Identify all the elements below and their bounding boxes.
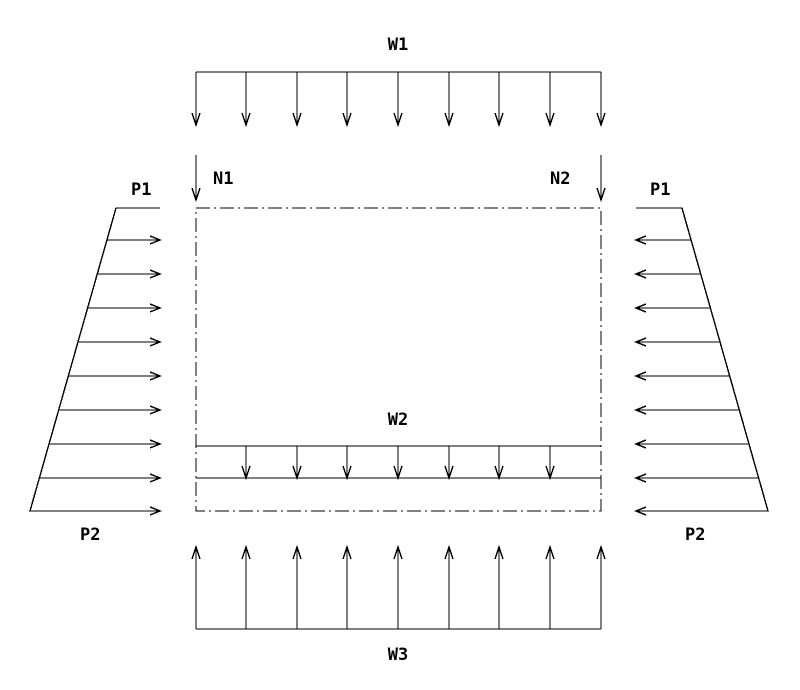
load-w3-arrowhead bbox=[494, 544, 504, 560]
label-p1-left: P1 bbox=[131, 180, 151, 200]
load-w2-arrowhead bbox=[494, 465, 504, 481]
pressure-right-arrowhead bbox=[634, 473, 647, 483]
pressure-left-arrowhead bbox=[149, 371, 162, 381]
pressure-left-arrowhead bbox=[149, 405, 162, 415]
pressure-left-arrowhead bbox=[149, 506, 162, 516]
load-w2 bbox=[196, 445, 601, 481]
load-w2-arrowhead bbox=[444, 465, 454, 481]
label-p2-right: P2 bbox=[685, 525, 705, 545]
pressure-right-arrowhead bbox=[634, 337, 647, 347]
load-w1-arrowhead bbox=[191, 112, 201, 128]
pressure-left-outline bbox=[29, 207, 160, 512]
load-w1-arrowhead bbox=[241, 112, 251, 128]
label-w3: W3 bbox=[388, 645, 408, 665]
load-w3-arrowhead bbox=[292, 544, 302, 560]
load-w1-arrowhead bbox=[444, 112, 454, 128]
label-p1-right: P1 bbox=[650, 180, 670, 200]
point-load-n2 bbox=[596, 155, 606, 203]
load-w1-arrowhead bbox=[596, 112, 606, 128]
load-w1-arrowhead bbox=[342, 112, 352, 128]
pressure-left-arrowhead bbox=[149, 439, 162, 449]
load-w2-arrowhead bbox=[292, 465, 302, 481]
label-n1: N1 bbox=[213, 169, 233, 189]
pressure-left-arrowhead bbox=[149, 473, 162, 483]
load-w1-arrowhead bbox=[393, 112, 403, 128]
pressure-left-arrowhead bbox=[149, 337, 162, 347]
load-w1 bbox=[191, 71, 606, 128]
label-p2-left: P2 bbox=[80, 525, 100, 545]
load-w3-arrowhead bbox=[596, 544, 606, 560]
pressure-left-arrowhead bbox=[149, 303, 162, 313]
pressure-right-arrowhead bbox=[634, 235, 647, 245]
load-w3-arrowhead bbox=[393, 544, 403, 560]
load-w1-arrowhead bbox=[494, 112, 504, 128]
label-w1: W1 bbox=[388, 35, 408, 55]
pressure-right-arrowhead bbox=[634, 405, 647, 415]
label-n2: N2 bbox=[550, 169, 570, 189]
load-w1-arrowhead bbox=[292, 112, 302, 128]
pressure-left bbox=[29, 207, 162, 516]
load-w1-arrowhead bbox=[545, 112, 555, 128]
load-w3-arrowhead bbox=[444, 544, 454, 560]
point-load-n1 bbox=[191, 155, 201, 203]
pressure-right-arrowhead bbox=[634, 269, 647, 279]
load-w3-arrowhead bbox=[342, 544, 352, 560]
pressure-right-arrowhead bbox=[634, 506, 647, 516]
n1-arrowhead bbox=[191, 187, 201, 203]
load-w3 bbox=[191, 544, 606, 630]
load-w3-arrowhead bbox=[241, 544, 251, 560]
load-w2-arrowhead bbox=[545, 465, 555, 481]
load-w2-arrowhead bbox=[393, 465, 403, 481]
pressure-right-arrowhead bbox=[634, 371, 647, 381]
pressure-left-arrowhead bbox=[149, 269, 162, 279]
n2-arrowhead bbox=[596, 187, 606, 203]
pressure-right bbox=[634, 207, 769, 516]
pressure-left-arrowhead bbox=[149, 235, 162, 245]
load-w2-arrowhead bbox=[342, 465, 352, 481]
load-w3-arrowhead bbox=[545, 544, 555, 560]
pressure-right-outline bbox=[636, 207, 769, 512]
label-w2: W2 bbox=[388, 410, 408, 430]
load-w3-arrowhead bbox=[191, 544, 201, 560]
pressure-right-arrowhead bbox=[634, 303, 647, 313]
pressure-right-arrowhead bbox=[634, 439, 647, 449]
frame-outline bbox=[195, 207, 602, 512]
load-w2-arrowhead bbox=[241, 465, 251, 481]
